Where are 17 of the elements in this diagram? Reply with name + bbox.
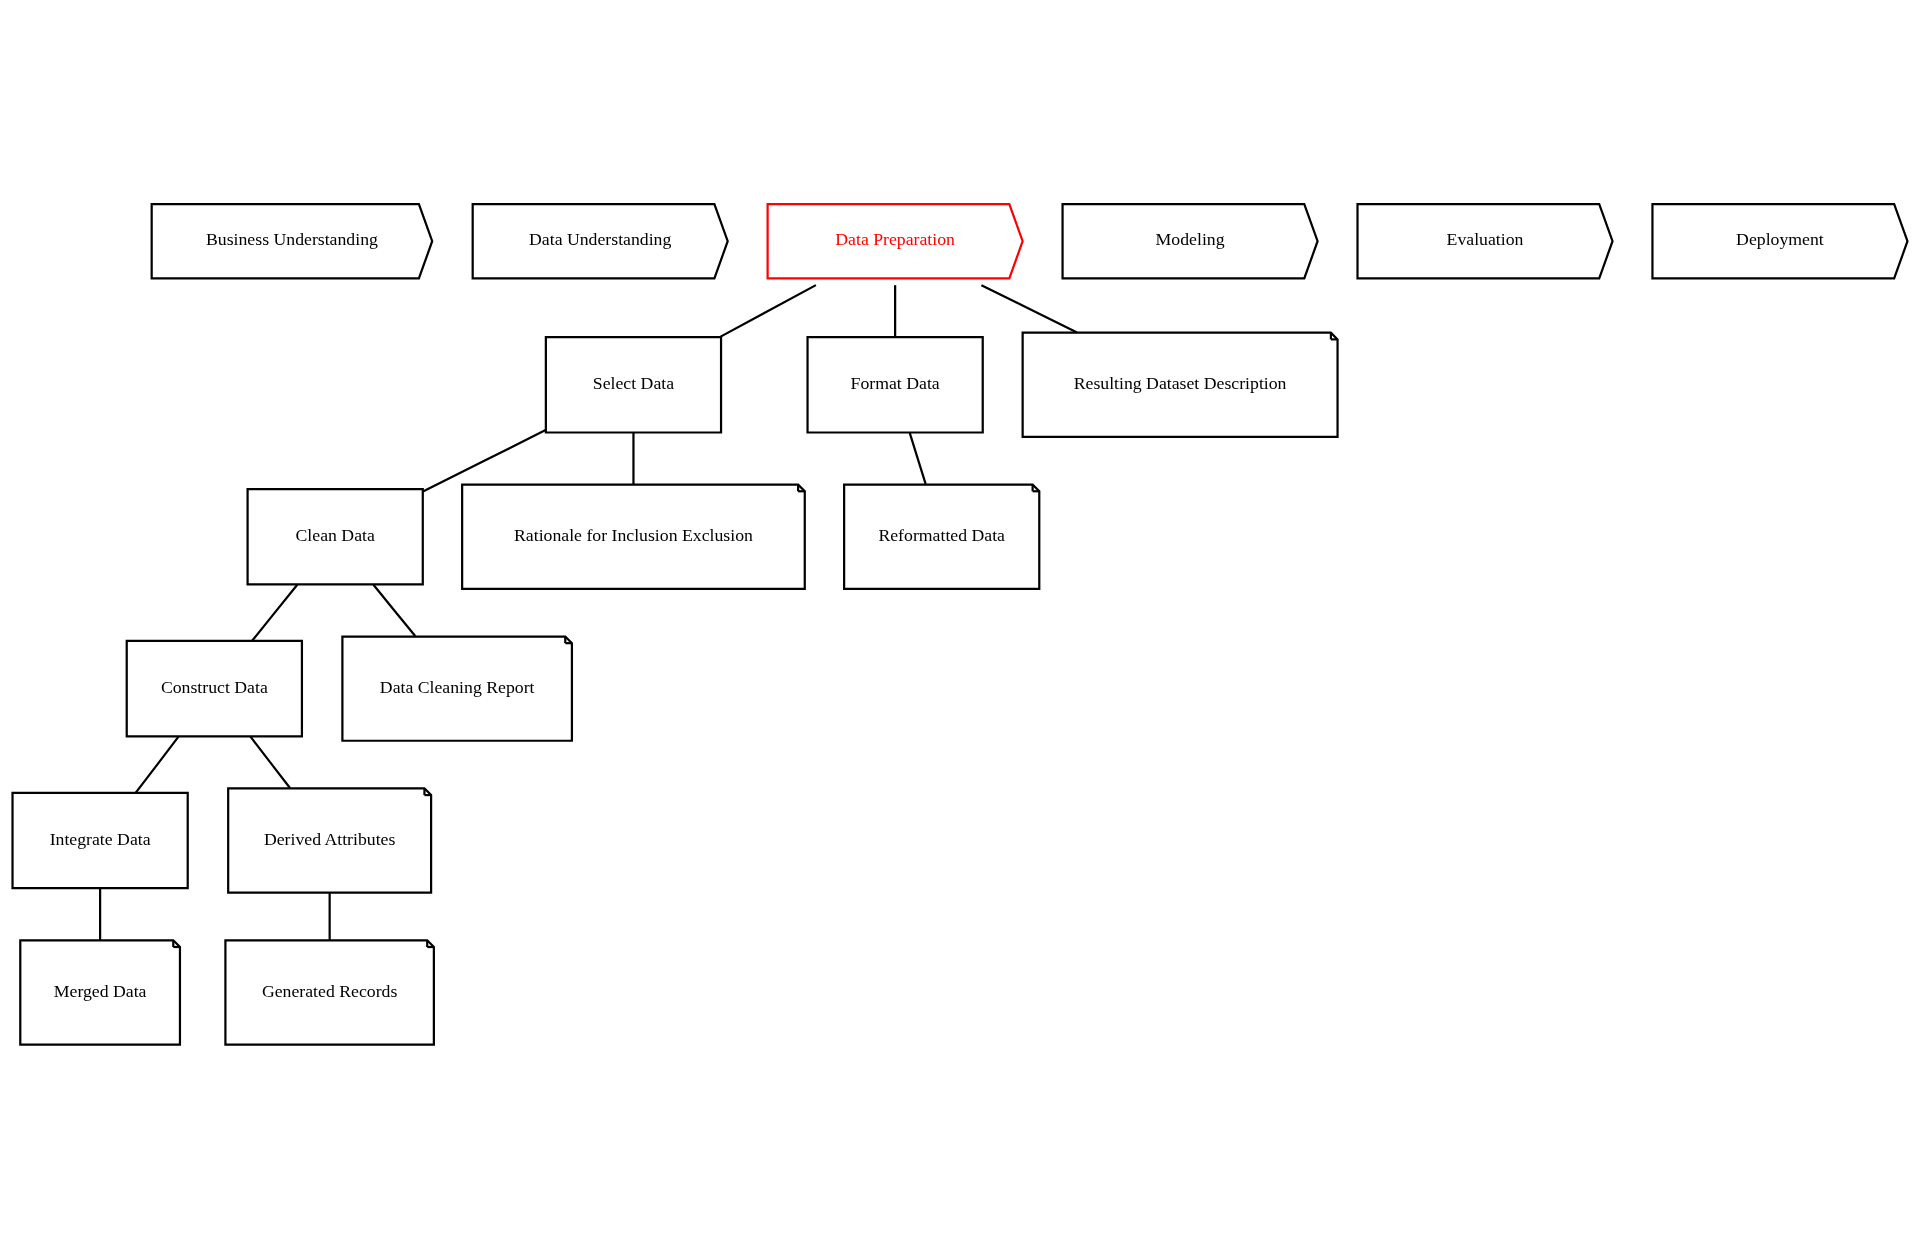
connector	[632, 432, 635, 485]
node-box: Construct Data	[125, 639, 304, 738]
connector	[980, 284, 1078, 334]
connector	[894, 285, 897, 338]
connector	[908, 432, 927, 485]
node-box: Format Data	[806, 336, 984, 434]
connector	[719, 284, 817, 339]
node-box: Clean Data	[246, 487, 424, 586]
connector	[251, 584, 299, 642]
connector	[249, 736, 291, 789]
connector	[422, 429, 547, 493]
node-box: Integrate Data	[11, 791, 189, 890]
connector	[99, 888, 102, 940]
connector	[134, 736, 180, 794]
connector	[372, 584, 417, 637]
node-box: Select Data	[544, 336, 723, 434]
connector	[328, 892, 331, 940]
